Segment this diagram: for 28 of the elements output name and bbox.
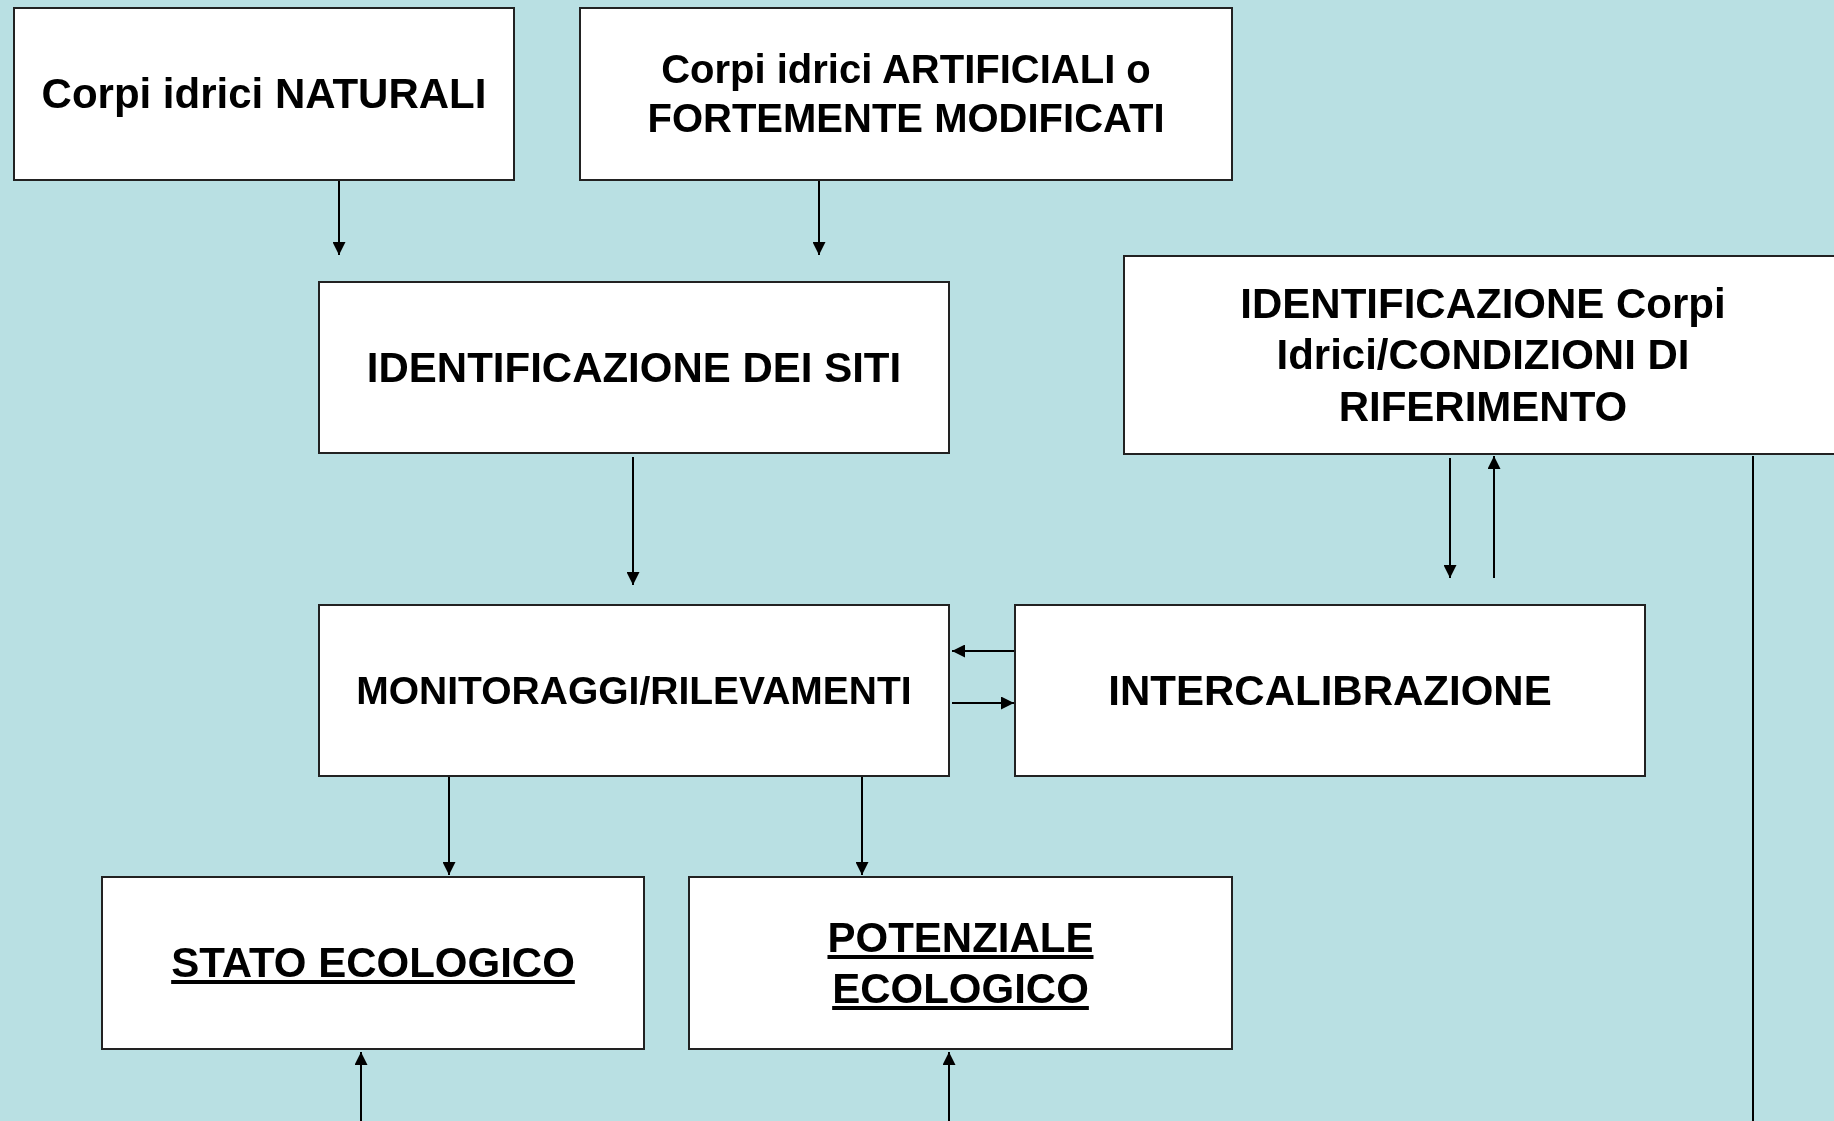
process-box	[1014, 604, 1646, 777]
arrow	[354, 1051, 368, 1121]
box-label: Corpi idrici NATURALI	[41, 69, 487, 120]
box-label: STATO ECOLOGICO	[171, 938, 575, 989]
arrow	[442, 776, 456, 876]
arrow	[855, 776, 869, 876]
process-box	[13, 7, 515, 181]
process-box	[688, 876, 1233, 1050]
arrow	[951, 696, 1015, 710]
box-label: MONITORAGGI/RILEVAMENTI	[356, 667, 912, 714]
process-box	[1123, 255, 1834, 455]
arrow	[812, 180, 826, 256]
box-label: POTENZIALE ECOLOGICO	[826, 912, 1095, 1014]
arrow	[942, 1051, 956, 1121]
process-box	[318, 281, 950, 454]
arrow	[332, 180, 346, 256]
arrow	[1487, 455, 1501, 579]
box-label: IDENTIFICAZIONE DEI SITI	[366, 342, 902, 393]
connector-line	[1752, 455, 1754, 1121]
box-label: Corpi idrici ARTIFICIALI o FORTEMENTE MODIFICATI	[646, 46, 1166, 142]
process-box	[579, 7, 1233, 181]
box-label: INTERCALIBRAZIONE	[1108, 665, 1552, 716]
box-label: IDENTIFICAZIONE Corpi Idrici/CONDIZIONI DI RIFERIMENTO	[1239, 279, 1727, 432]
process-box	[318, 604, 950, 777]
arrow	[951, 644, 1015, 658]
arrow	[1443, 457, 1457, 579]
arrow	[626, 456, 640, 586]
process-box	[101, 876, 645, 1050]
